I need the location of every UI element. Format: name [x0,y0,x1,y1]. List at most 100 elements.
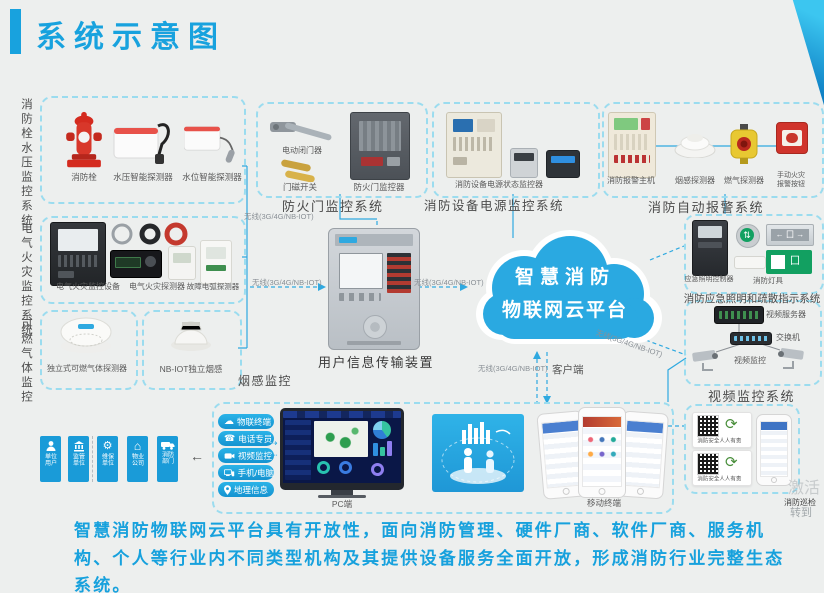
cloud-icon: ☁ [224,415,234,427]
device-label: 视频监控 [734,356,766,365]
gas-detector-box [40,310,138,390]
device-label: 视频服务器 [766,310,806,319]
network-switch-icon [730,332,772,345]
title-accent-bar [10,9,21,54]
section-label-power: 消防设备电源监控系统 [424,199,565,213]
emergency-lamp-icon [734,256,766,269]
pill-label: 视频监控 [238,450,273,461]
device-label: 故障电弧探测器 [186,282,240,291]
tile-label: 物业公司 [131,453,144,467]
video-camera-icon [224,452,235,459]
pc-dashboard [283,411,401,483]
door-system-box [256,102,428,198]
watermark-goto: 转到 [790,507,812,519]
pill-label: 电话专员 [238,433,273,444]
client-area-box [212,402,674,514]
manual-call-point-icon [776,122,808,154]
device-label: 独立式可燃气体探测器 [47,364,127,373]
cctv-camera-icon [778,348,804,369]
evacuation-light-icon: ⇅ [736,224,760,248]
refresh-arrows-icon: ⟳ [725,454,738,471]
power-module-icon [510,148,538,178]
power-monitor-cabinet-icon [446,112,502,178]
cctv-camera-icon [692,350,718,371]
gas-detector-icon [730,124,758,164]
label-hydrant-system: 消防栓水压监控系统 [20,98,32,229]
tile-label: 监管单位 [72,453,85,467]
tile-label: 消防部门 [161,451,174,465]
device-label: 门磁开关 [282,182,317,192]
device-label: 消防设备电源状态监控器 [455,180,543,189]
label-electrical-system: 电气火灾监控系统 [20,222,32,338]
electrical-system-box [40,216,246,304]
refresh-arrows-icon: ⟳ [725,416,738,433]
smoke-detector-icon [674,134,716,158]
client-tile-maintenance: ⚙ 维保单位 [97,436,118,482]
video-server-icon [714,306,764,324]
wireless-label: 无线(3G/4G/NB-IOT) [252,278,322,287]
device-label: 水压智能探测器 [113,172,173,182]
qr-caption: 消防安全人人有责 [697,438,742,445]
electrical-detector-module-icon [168,246,196,280]
qr-code-icon [697,453,719,475]
lighting-system-box [684,214,824,294]
section-label-lighting: 消防应急照明和疏散指示系统 [683,293,821,305]
alarm-host-icon [608,112,656,178]
page-title: 系统示意图 [36,21,226,54]
door-closer-icon [270,122,332,141]
device-label: 电气火灾监控设备 [56,282,120,291]
pill-video-monitor: 视频监控 [218,448,274,463]
pill-phone-agent: ☎ 电话专员 [218,431,274,446]
exit-sign-silver-icon: ← 囗 → [766,224,814,246]
devices-icon [224,468,235,476]
power-module-icon [546,150,580,178]
qr-code-icon [697,415,719,437]
exit-sign-green-icon: 囗 [766,250,812,274]
pill-label: 物联终端 [237,416,272,427]
pc-base [318,495,366,498]
watermark-activate: 激活 [788,480,821,497]
pill-label: 手机/电脑 [237,467,274,478]
emergency-lighting-controller-icon [692,220,728,276]
device-label: 烟感探测器 [675,176,715,185]
current-transformer-rings-icon [111,222,188,246]
device-label: 消防报警主机 [607,176,655,185]
water-pressure-detector-icon [113,123,170,164]
device-label: 电气火灾探测器 [129,282,185,291]
device-label: 消防灯具 [753,276,783,285]
water-level-detector-icon [184,126,235,163]
device-label: 防火门监控器 [353,182,405,192]
electrical-fire-detector-icon [110,250,162,278]
nb-smoke-box [142,310,242,390]
client-side-label: 客户端 [552,364,584,376]
patrol-label: 消防巡检 [784,498,816,507]
device-label: 燃气探测器 [724,176,764,185]
telephone-icon: ☎ [224,433,236,443]
pill-iot-terminal: ☁ 物联终端 [218,414,274,429]
data-illustration [432,414,524,492]
pill-phone-pc: 手机/电脑 [218,465,274,480]
transmission-device-icon [328,228,420,350]
device-label: 消防栓 [71,172,97,182]
mobile-phone [578,407,626,498]
section-label-alarm: 消防自动报警系统 [648,200,765,215]
device-label: 应急照明控制器 [684,276,734,283]
hydrant-system-box [40,96,246,204]
left-arrow: ← [190,448,204,464]
electrical-fire-cabinet-icon [50,222,106,286]
alarm-system-box [602,102,824,198]
people-charts-illustration [441,422,515,484]
footer-description: 智慧消防物联网云平台具有开放性，面向消防管理、硬件厂商、软件厂商、服务机构、个人… [74,521,785,593]
device-label: 交换机 [776,333,800,342]
client-tile-fire-dept: 消防部门 [157,436,178,482]
door-magnet-switch-icon [281,159,315,182]
video-system-box [684,300,822,386]
bank-building-icon [73,441,84,452]
wireless-label: 无线(3G/4G/NB-IOT) [244,212,314,221]
cloud-title-line1: 智慧消防 [514,267,615,288]
pc-stand [331,490,353,495]
pill-label: 地理信息 [234,484,269,495]
location-pin-icon [224,484,231,495]
dashed-arrow-left: ⇠ [270,450,278,460]
